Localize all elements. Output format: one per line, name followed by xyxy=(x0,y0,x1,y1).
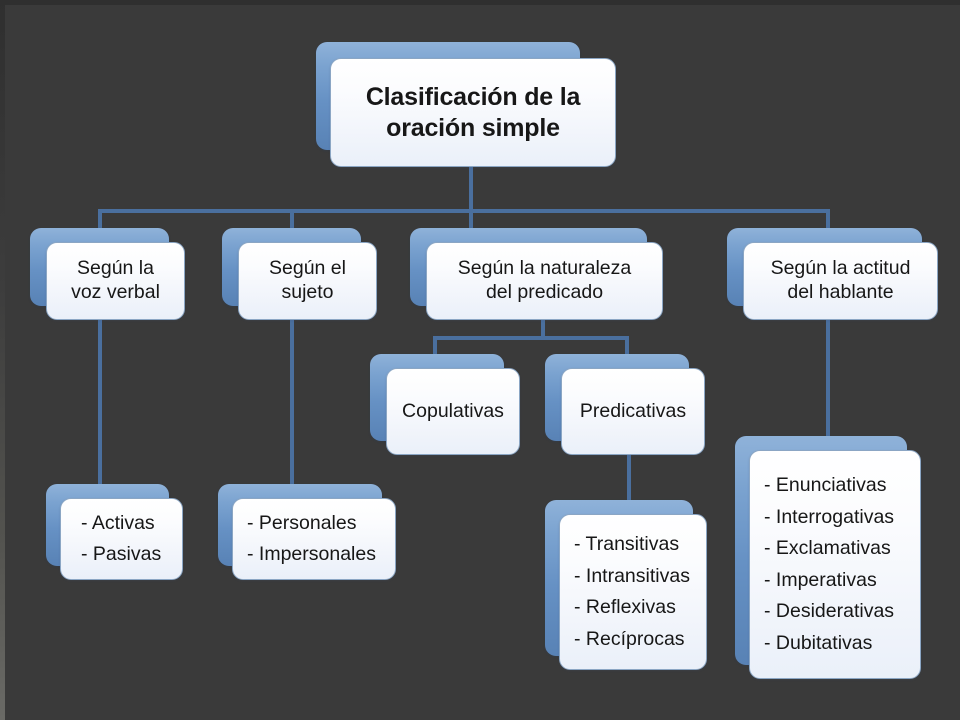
node-predicativas-card: Predicativas xyxy=(561,368,705,455)
connector-sujeto-to-items xyxy=(290,320,294,492)
list-item: - Imperativas xyxy=(764,568,877,591)
node-actitud-label: Según la actitud del hablante xyxy=(750,257,931,305)
node-actitud-items-list: - Enunciativas - Interrogativas - Exclam… xyxy=(764,470,920,659)
node-naturaleza-card: Según la naturaleza del predicado xyxy=(426,242,663,320)
node-actitud-line1: Según la actitud xyxy=(770,257,911,280)
node-predicativas-label: Predicativas xyxy=(579,399,687,422)
node-voz-verbal-card: Según la voz verbal xyxy=(46,242,185,320)
connector-naturaleza-stem xyxy=(541,320,545,338)
node-actitud-line2: del hablante xyxy=(787,281,894,303)
node-copulativas-card: Copulativas xyxy=(386,368,520,455)
node-voz-verbal-items[interactable]: - Activas - Pasivas xyxy=(46,484,183,580)
list-item: - Activas xyxy=(81,511,155,534)
connector-drop-voz-verbal xyxy=(98,209,102,229)
list-item: - Interrogativas xyxy=(764,505,895,528)
node-sujeto-items-card: - Personales - Impersonales xyxy=(232,498,396,580)
list-item: - Enunciativas xyxy=(764,474,887,496)
connector-root-stem xyxy=(469,160,473,213)
node-root-card: Clasificación de la oración simple xyxy=(330,58,616,167)
node-sujeto-label: Según el sujeto xyxy=(245,257,370,305)
node-voz-verbal-items-card: - Activas - Pasivas xyxy=(60,498,183,580)
node-root-label-line2: oración simple xyxy=(386,113,560,142)
node-predicativas-items-list: - Transitivas - Intransitivas - Reflexiv… xyxy=(574,529,706,655)
node-voz-verbal-items-list: - Activas - Pasivas xyxy=(81,508,182,571)
list-item: - Exclamativas xyxy=(764,537,891,559)
node-predicativas-items[interactable]: - Transitivas - Intransitivas - Reflexiv… xyxy=(545,500,707,670)
node-predicativas-items-card: - Transitivas - Intransitivas - Reflexiv… xyxy=(559,514,707,670)
slide-edge-top xyxy=(0,0,960,5)
node-root-label: Clasificación de la oración simple xyxy=(341,82,605,143)
node-copulativas[interactable]: Copulativas xyxy=(370,354,520,455)
connector-drop-naturaleza xyxy=(469,209,473,229)
list-item: - Personales xyxy=(247,511,357,534)
node-voz-verbal[interactable]: Según la voz verbal xyxy=(30,228,185,320)
node-voz-verbal-line1: Según la xyxy=(77,257,154,280)
node-sujeto-line2: sujeto xyxy=(281,281,334,303)
node-naturaleza-predicado[interactable]: Según la naturaleza del predicado xyxy=(410,228,663,320)
node-voz-verbal-line2: voz verbal xyxy=(71,281,160,303)
node-sujeto-line1: Según el xyxy=(269,257,346,280)
list-item: - Pasivas xyxy=(81,543,162,565)
connector-drop-copulativas xyxy=(433,336,437,356)
connector-predicativas-to-items xyxy=(627,450,631,504)
connector-drop-predicativas xyxy=(625,336,629,356)
list-item: - Impersonales xyxy=(247,543,376,565)
node-root[interactable]: Clasificación de la oración simple xyxy=(316,42,616,167)
connector-actitud-to-items xyxy=(826,320,830,442)
node-actitud-card: Según la actitud del hablante xyxy=(743,242,938,320)
node-naturaleza-label: Según la naturaleza del predicado xyxy=(433,257,656,305)
node-sujeto-items-list: - Personales - Impersonales xyxy=(247,508,395,571)
node-root-label-line1: Clasificación de la xyxy=(365,83,581,111)
connector-drop-sujeto xyxy=(290,209,294,229)
connector-main-bus xyxy=(98,209,830,213)
node-sujeto-card: Según el sujeto xyxy=(238,242,377,320)
connector-naturaleza-bus xyxy=(433,336,629,340)
connector-drop-actitud xyxy=(826,209,830,229)
node-naturaleza-line2: del predicado xyxy=(485,281,604,303)
node-actitud-items-card: - Enunciativas - Interrogativas - Exclam… xyxy=(749,450,921,679)
list-item: - Dubitativas xyxy=(764,631,873,654)
node-sujeto-items[interactable]: - Personales - Impersonales xyxy=(218,484,396,580)
node-actitud-hablante[interactable]: Según la actitud del hablante xyxy=(727,228,938,320)
list-item: - Recíprocas xyxy=(574,627,685,650)
node-sujeto[interactable]: Según el sujeto xyxy=(222,228,377,320)
list-item: - Transitivas xyxy=(574,533,680,555)
list-item: - Desiderativas xyxy=(764,600,895,622)
list-item: - Intransitivas xyxy=(574,564,690,587)
node-actitud-items[interactable]: - Enunciativas - Interrogativas - Exclam… xyxy=(735,436,921,679)
node-naturaleza-line1: Según la naturaleza xyxy=(457,257,632,280)
node-predicativas[interactable]: Predicativas xyxy=(545,354,705,455)
connector-voz-verbal-to-items xyxy=(98,320,102,492)
list-item: - Reflexivas xyxy=(574,596,676,618)
slide-edge-left xyxy=(0,0,5,720)
node-voz-verbal-label: Según la voz verbal xyxy=(53,257,178,305)
node-copulativas-label: Copulativas xyxy=(402,399,504,422)
